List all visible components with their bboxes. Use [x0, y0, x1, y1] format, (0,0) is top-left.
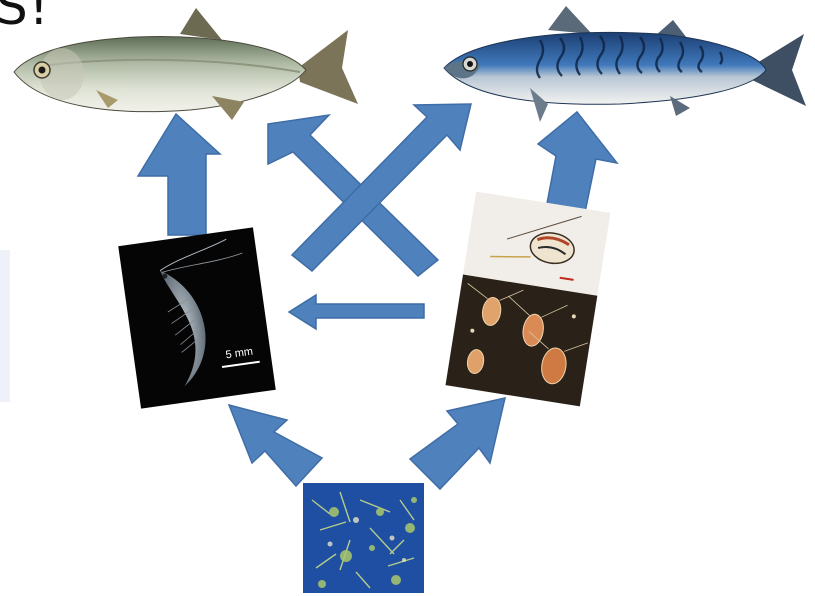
- herring-fish: [14, 8, 358, 120]
- herring-tail-fin: [298, 30, 358, 104]
- arrow-phytoplankton-to-krill: [229, 405, 322, 486]
- arrow-krill-to-mackerel: [292, 104, 471, 271]
- arrow-krill-to-herring: [138, 114, 220, 235]
- mackerel-dorsal-fin: [548, 6, 592, 34]
- arrow-copepods-to-krill: [289, 295, 424, 329]
- krill-photo: 5 mm: [118, 227, 276, 408]
- herring-dorsal-fin: [180, 8, 222, 40]
- copepods-photo: [446, 192, 611, 407]
- phytoplankton-photo: [303, 483, 424, 593]
- mackerel-fish: [444, 6, 806, 122]
- arrow-phytoplankton-to-copepods: [410, 398, 505, 489]
